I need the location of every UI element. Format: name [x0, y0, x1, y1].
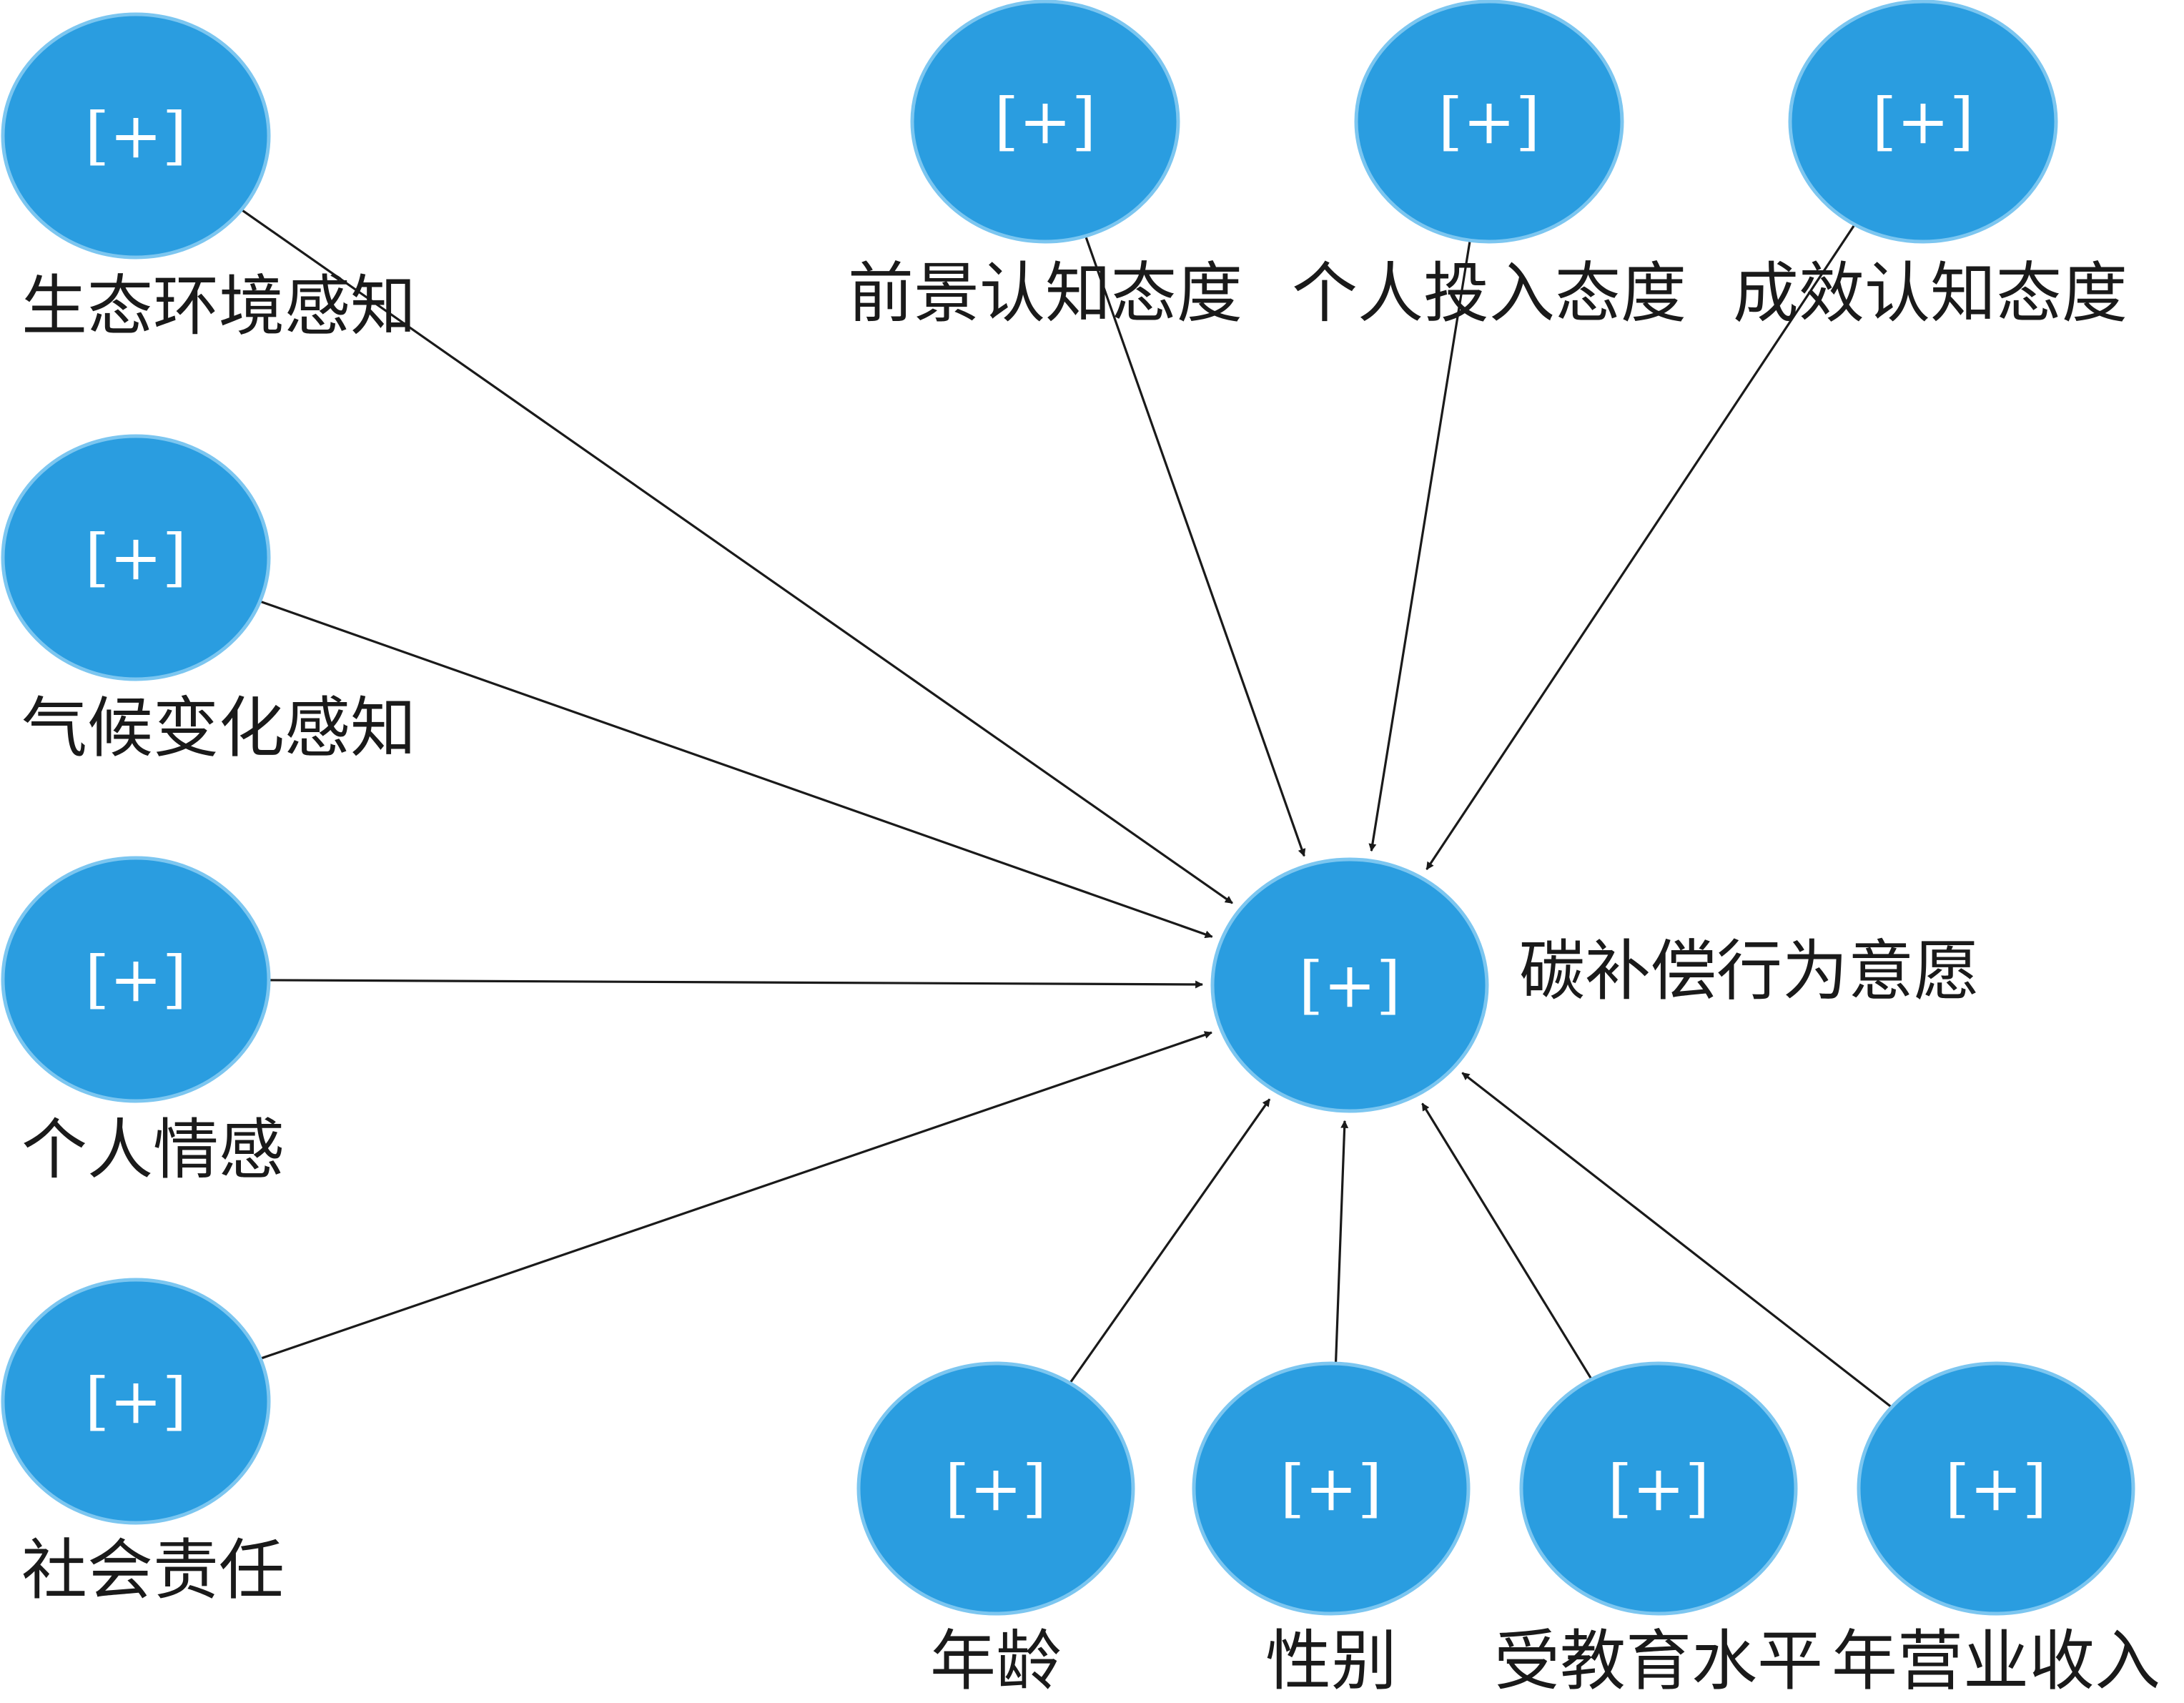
node-prospect-label: 前景认知态度: [848, 255, 1242, 332]
node-emotion-circle: [1, 856, 271, 1103]
node-emotion-label: 个人情感: [21, 1112, 285, 1188]
edge-invest-to-target: [1368, 240, 1471, 852]
node-climate-expand-symbol: [+]: [85, 520, 187, 594]
node-education-expand-symbol: [+]: [1608, 1451, 1709, 1525]
node-effect-expand-symbol: [+]: [1872, 84, 1974, 158]
edge-emotion-to-target: [268, 979, 1204, 989]
node-emotion: [+] 个人情感: [1, 856, 285, 1188]
node-gender-label: 性别: [1265, 1623, 1397, 1699]
node-target: [+] 碳补偿行为意愿: [1210, 857, 1980, 1113]
node-effect-circle: [1788, 0, 2058, 244]
edge-prospect-to-target: [1084, 235, 1306, 857]
edge-income-to-target: [1461, 1072, 1892, 1408]
node-climate-label: 气候变化感知: [21, 690, 416, 766]
node-eco-label: 生态环境感知: [21, 268, 416, 345]
node-target-label: 碳补偿行为意愿: [1519, 933, 1980, 1010]
node-gender: [+] 性别: [1192, 1361, 1471, 1699]
node-education: [+] 受教育水平: [1494, 1361, 1823, 1699]
edge-effect-to-target: [1425, 224, 1856, 870]
node-education-circle: [1519, 1361, 1798, 1616]
node-climate-circle: [1, 434, 271, 681]
node-climate: [+] 气候变化感知: [1, 434, 416, 766]
edge-gender-to-target: [1334, 1120, 1349, 1364]
node-prospect-expand-symbol: [+]: [994, 84, 1096, 158]
node-prospect-circle: [910, 0, 1180, 244]
node-invest-expand-symbol: [+]: [1438, 84, 1540, 158]
edge-eco-to-target: [240, 208, 1233, 904]
node-social: [+] 社会责任: [1, 1278, 285, 1609]
node-income-expand-symbol: [+]: [1945, 1451, 2047, 1525]
edges-layer: [240, 208, 1892, 1408]
node-income: [+] 年营业收入: [1832, 1361, 2160, 1699]
node-social-circle: [1, 1278, 271, 1525]
node-prospect: [+] 前景认知态度: [848, 0, 1242, 332]
node-age-circle: [856, 1361, 1135, 1616]
node-emotion-expand-symbol: [+]: [85, 942, 187, 1016]
node-target-circle: [1210, 857, 1489, 1113]
node-age-expand-symbol: [+]: [945, 1451, 1047, 1525]
node-social-expand-symbol: [+]: [85, 1364, 187, 1438]
node-income-circle: [1857, 1361, 2135, 1616]
node-gender-expand-symbol: [+]: [1280, 1451, 1382, 1525]
node-invest: [+] 个人投入态度: [1292, 0, 1686, 332]
edge-social-to-target: [260, 1031, 1212, 1360]
edge-climate-to-target: [260, 600, 1213, 939]
node-eco-expand-symbol: [+]: [85, 99, 187, 172]
node-social-label: 社会责任: [21, 1532, 285, 1609]
node-education-label: 受教育水平: [1494, 1623, 1823, 1699]
node-effect-label: 成效认知态度: [1733, 255, 2128, 332]
node-invest-circle: [1354, 0, 1624, 244]
node-invest-label: 个人投入态度: [1292, 255, 1686, 332]
node-income-label: 年营业收入: [1832, 1623, 2160, 1699]
node-age-label: 年龄: [930, 1623, 1062, 1699]
node-gender-circle: [1192, 1361, 1471, 1616]
node-eco-circle: [1, 12, 271, 260]
edge-education-to-target: [1421, 1102, 1593, 1381]
edge-age-to-target: [1069, 1098, 1271, 1384]
node-target-expand-symbol: [+]: [1299, 948, 1400, 1022]
node-age: [+] 年龄: [856, 1361, 1135, 1699]
node-eco: [+] 生态环境感知: [1, 12, 416, 345]
node-effect: [+] 成效认知态度: [1733, 0, 2128, 332]
